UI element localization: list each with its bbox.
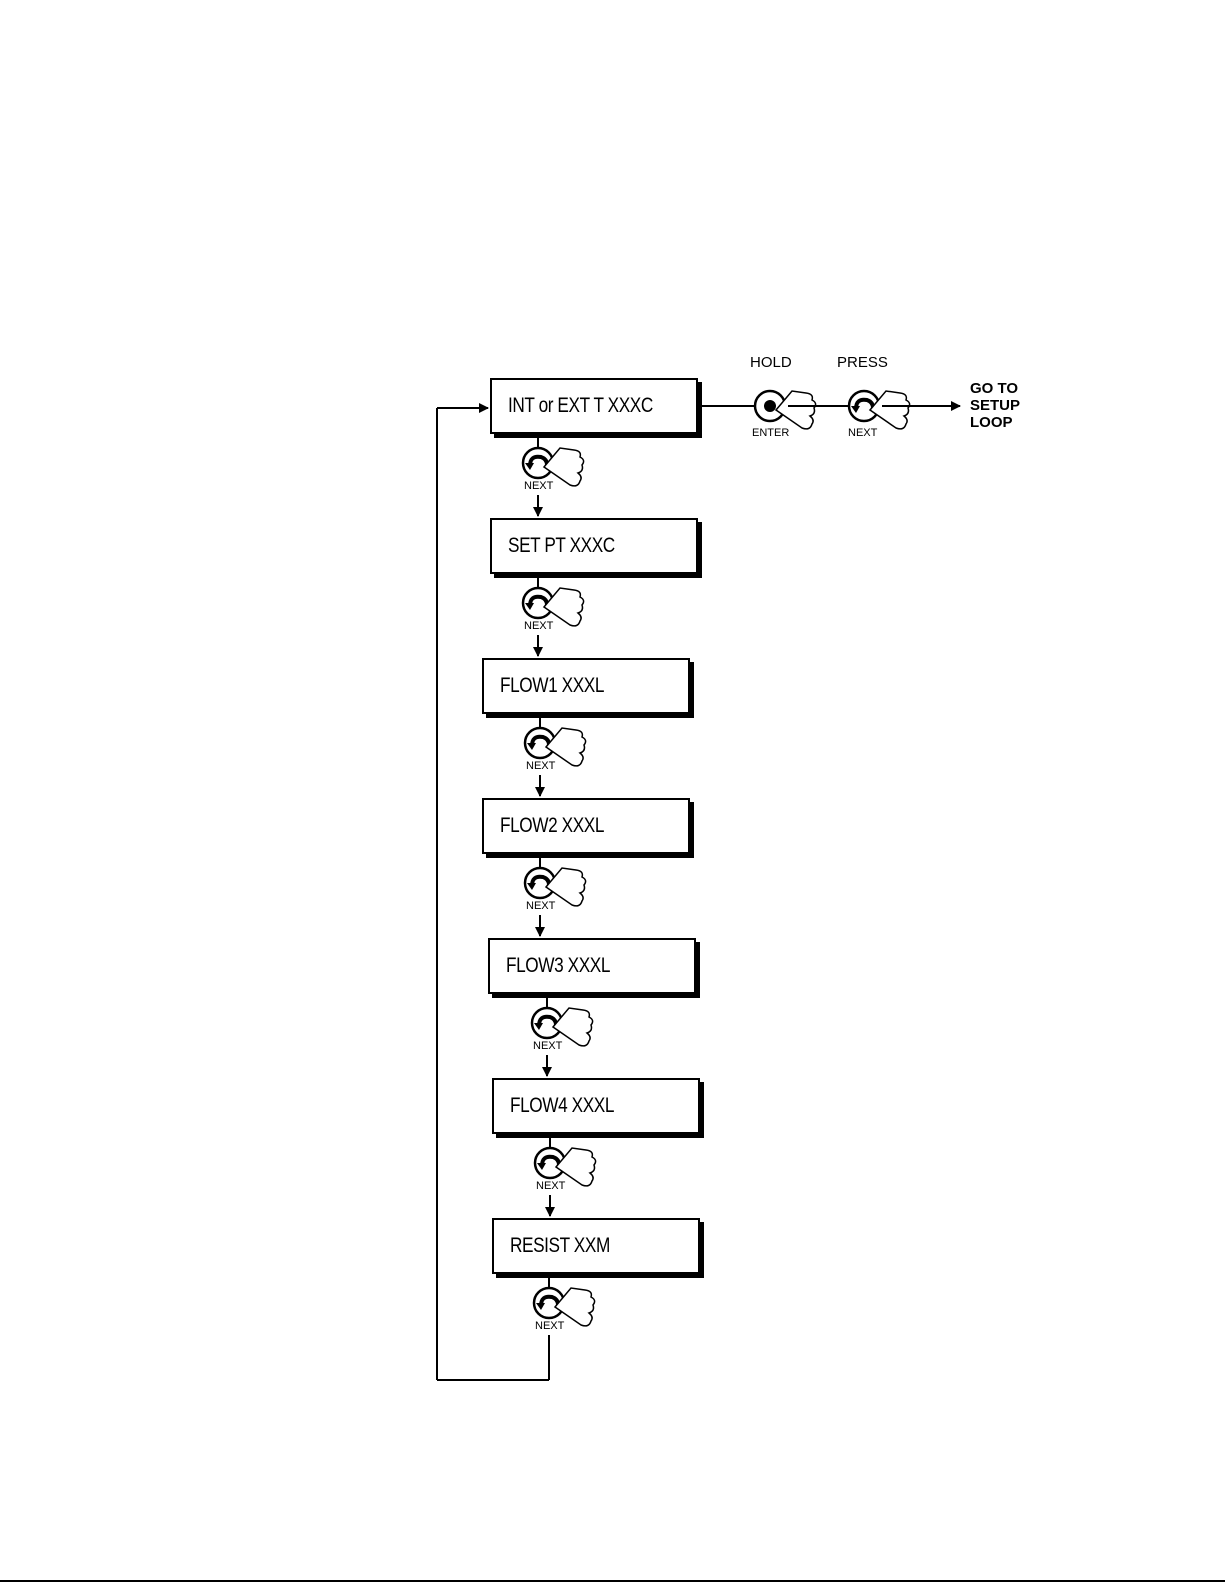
display-text: FLOW2 XXXL bbox=[500, 814, 604, 838]
goto-line-2: SETUP bbox=[970, 397, 1020, 414]
display-screen-3: FLOW1 XXXL bbox=[482, 658, 690, 714]
next-label: NEXT bbox=[536, 1180, 565, 1192]
display-text: FLOW1 XXXL bbox=[500, 674, 604, 698]
next-label: NEXT bbox=[526, 900, 555, 912]
display-screen-6: FLOW4 XXXL bbox=[492, 1078, 700, 1134]
goto-line-3: LOOP bbox=[970, 414, 1020, 431]
enter-button[interactable] bbox=[755, 391, 816, 429]
setup-next-label: NEXT bbox=[848, 427, 877, 439]
press-label: PRESS bbox=[837, 354, 888, 371]
next-label: NEXT bbox=[524, 480, 553, 492]
next-label: NEXT bbox=[524, 620, 553, 632]
enter-label: ENTER bbox=[752, 427, 789, 439]
display-text: FLOW3 XXXL bbox=[506, 954, 610, 978]
display-text: FLOW4 XXXL bbox=[510, 1094, 614, 1118]
enter-dot-icon bbox=[764, 400, 776, 412]
display-screen-4: FLOW2 XXXL bbox=[482, 798, 690, 854]
next-label: NEXT bbox=[533, 1040, 562, 1052]
display-screen-5: FLOW3 XXXL bbox=[488, 938, 696, 994]
page-bottom-rule bbox=[0, 1580, 1225, 1582]
display-text: INT or EXT T XXXC bbox=[508, 394, 653, 418]
next-label: NEXT bbox=[526, 760, 555, 772]
display-screen-1: INT or EXT T XXXC bbox=[490, 378, 698, 434]
display-screen-7: RESIST XXM bbox=[492, 1218, 700, 1274]
hold-label: HOLD bbox=[750, 354, 792, 371]
go-to-setup-loop-label: GO TO SETUP LOOP bbox=[970, 380, 1020, 431]
display-text: SET PT XXXC bbox=[508, 534, 615, 558]
display-text: RESIST XXM bbox=[510, 1234, 610, 1258]
next-button-setup[interactable] bbox=[849, 391, 910, 429]
goto-line-1: GO TO bbox=[970, 380, 1020, 397]
next-label: NEXT bbox=[535, 1320, 564, 1332]
display-screen-2: SET PT XXXC bbox=[490, 518, 698, 574]
